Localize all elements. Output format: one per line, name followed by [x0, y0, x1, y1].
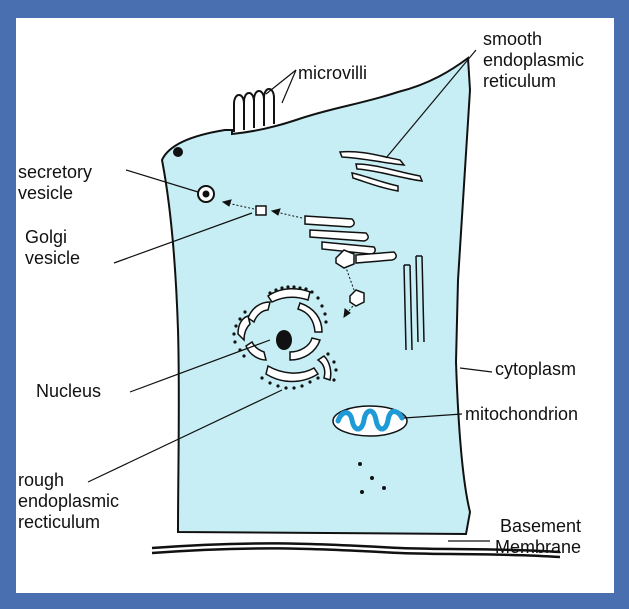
- golgi-vesicle: [256, 206, 266, 215]
- label-nucleus: Nucleus: [36, 381, 101, 402]
- label-rough-er: rough endoplasmic recticulum: [18, 470, 119, 533]
- label-golgi-vesicle: Golgi vesicle: [25, 227, 80, 269]
- label-smooth-er: smooth endoplasmic reticulum: [483, 29, 584, 92]
- exiting-vesicle-icon: [173, 147, 183, 157]
- mitochondrion: [333, 406, 407, 436]
- label-secretory-vesicle: secretory vesicle: [18, 162, 92, 204]
- label-basement-membrane: Basement Membrane: [495, 516, 581, 558]
- cell-body: [162, 58, 470, 534]
- microvilli: [234, 89, 274, 132]
- label-mitochondrion: mitochondrion: [465, 404, 578, 425]
- label-cytoplasm: cytoplasm: [495, 359, 576, 380]
- label-microvilli: microvilli: [298, 63, 367, 84]
- diagram-panel: microvilli smooth endoplasmic reticulum …: [16, 18, 614, 593]
- nucleolus: [276, 330, 292, 350]
